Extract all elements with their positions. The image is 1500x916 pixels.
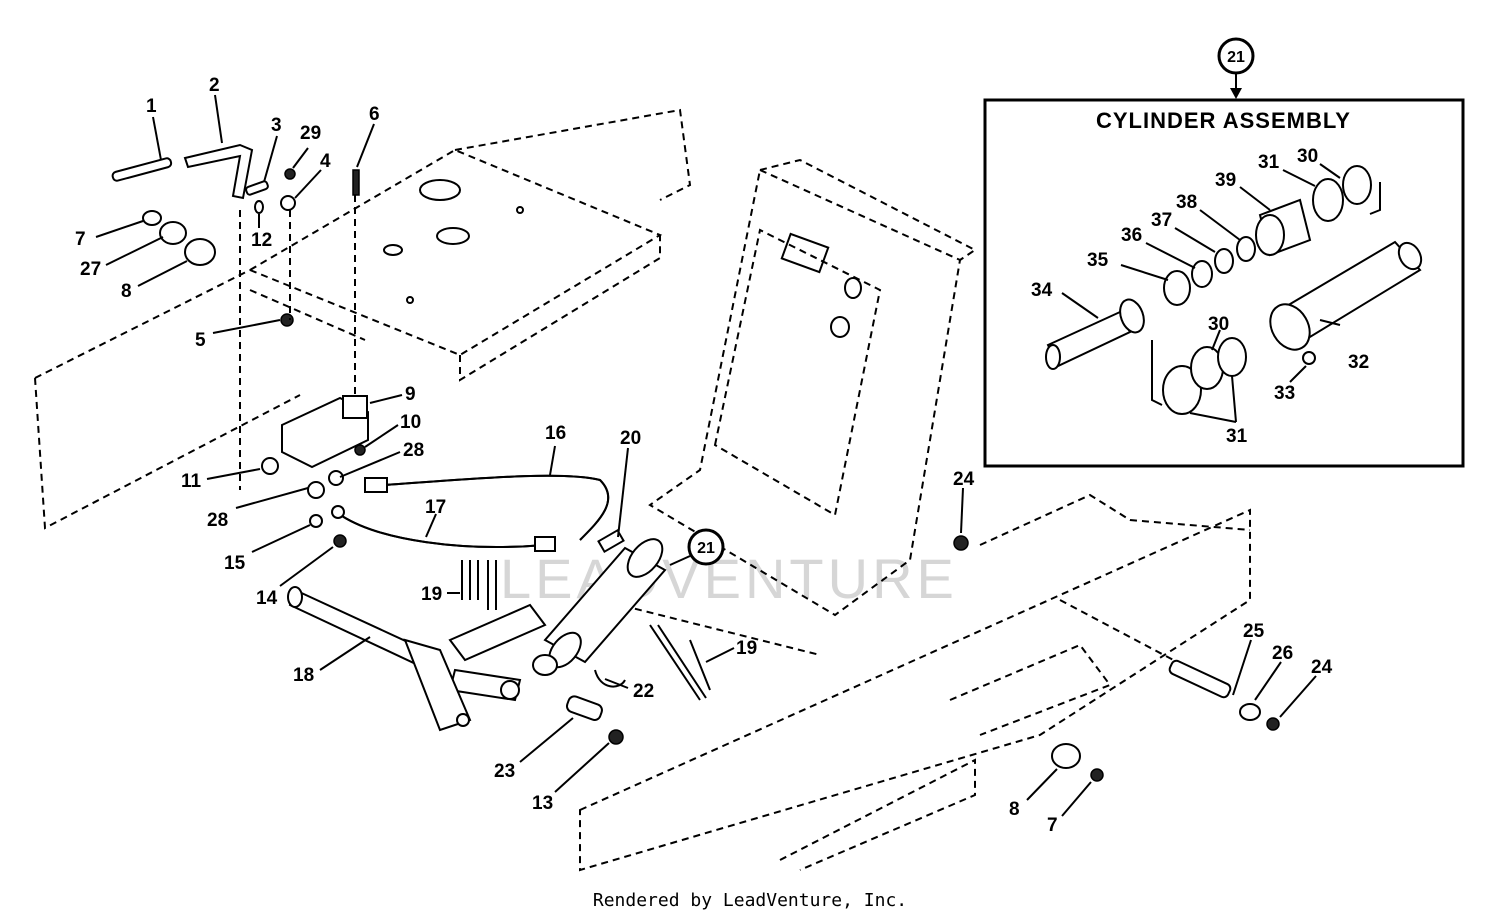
- label-17: 17: [425, 497, 446, 518]
- label-16: 16: [545, 423, 566, 444]
- label-22: 22: [633, 681, 654, 702]
- label-38: 38: [1176, 192, 1197, 213]
- label-12: 12: [251, 230, 272, 251]
- label-14: 14: [256, 588, 278, 609]
- label-28: 28: [207, 510, 228, 531]
- label-11: 11: [181, 471, 202, 492]
- label-7: 7: [1047, 815, 1058, 836]
- main-callout: 21: [669, 528, 725, 566]
- lift-shaft: [287, 586, 624, 745]
- label-25: 25: [1243, 621, 1265, 642]
- label-34: 34: [1031, 280, 1053, 301]
- label-15: 15: [224, 553, 246, 574]
- inset-callout: 21: [1217, 37, 1255, 99]
- label-28: 28: [403, 440, 424, 461]
- inset-title: CYLINDER ASSEMBLY: [1096, 108, 1351, 133]
- label-8: 8: [121, 281, 132, 302]
- label-26: 26: [1272, 643, 1293, 664]
- left-frame-plate: [34, 108, 692, 530]
- part-labels: 1 2 3 29 4 6 7 27 8 12 5 9 10 28 11 28 1…: [75, 75, 1369, 836]
- label-5: 5: [195, 330, 206, 351]
- hoses: [341, 474, 610, 552]
- label-7: 7: [75, 229, 86, 250]
- label-35: 35: [1087, 250, 1109, 271]
- valve-block: [261, 395, 369, 548]
- center-panel: [648, 158, 977, 617]
- label-10: 10: [400, 412, 421, 433]
- svg-text:21: 21: [1227, 49, 1245, 66]
- label-19: 19: [421, 584, 442, 605]
- left-small-parts: [111, 143, 360, 490]
- label-13: 13: [532, 793, 553, 814]
- label-39: 39: [1215, 170, 1236, 191]
- label-1: 1: [146, 96, 157, 117]
- label-4: 4: [320, 151, 331, 172]
- svg-text:21: 21: [697, 540, 715, 557]
- label-3: 3: [271, 115, 282, 136]
- label-37: 37: [1151, 210, 1172, 231]
- label-8: 8: [1009, 799, 1020, 820]
- label-32: 32: [1348, 352, 1369, 373]
- label-24: 24: [953, 469, 975, 490]
- label-2: 2: [209, 75, 220, 96]
- leader-lines: [95, 94, 1341, 817]
- label-31: 31: [1226, 426, 1248, 447]
- label-20: 20: [620, 428, 641, 449]
- label-24: 24: [1311, 657, 1333, 678]
- label-9: 9: [405, 384, 416, 405]
- label-33: 33: [1274, 383, 1295, 404]
- label-19: 19: [736, 638, 757, 659]
- label-30: 30: [1297, 146, 1318, 167]
- label-18: 18: [293, 665, 314, 686]
- label-30: 30: [1208, 314, 1229, 335]
- label-36: 36: [1121, 225, 1142, 246]
- footer-credit: Rendered by LeadVenture, Inc.: [593, 890, 907, 911]
- label-6: 6: [369, 104, 380, 125]
- watermark: LEADVENTURE: [500, 547, 958, 610]
- label-31: 31: [1258, 152, 1280, 173]
- cylinder-assembly-inset: CYLINDER ASSEMBLY: [983, 98, 1465, 468]
- label-23: 23: [494, 761, 515, 782]
- straps: [461, 560, 711, 701]
- label-27: 27: [80, 259, 101, 280]
- label-29: 29: [300, 123, 321, 144]
- main-cylinder: [448, 528, 667, 702]
- right-small-parts: [953, 535, 1280, 782]
